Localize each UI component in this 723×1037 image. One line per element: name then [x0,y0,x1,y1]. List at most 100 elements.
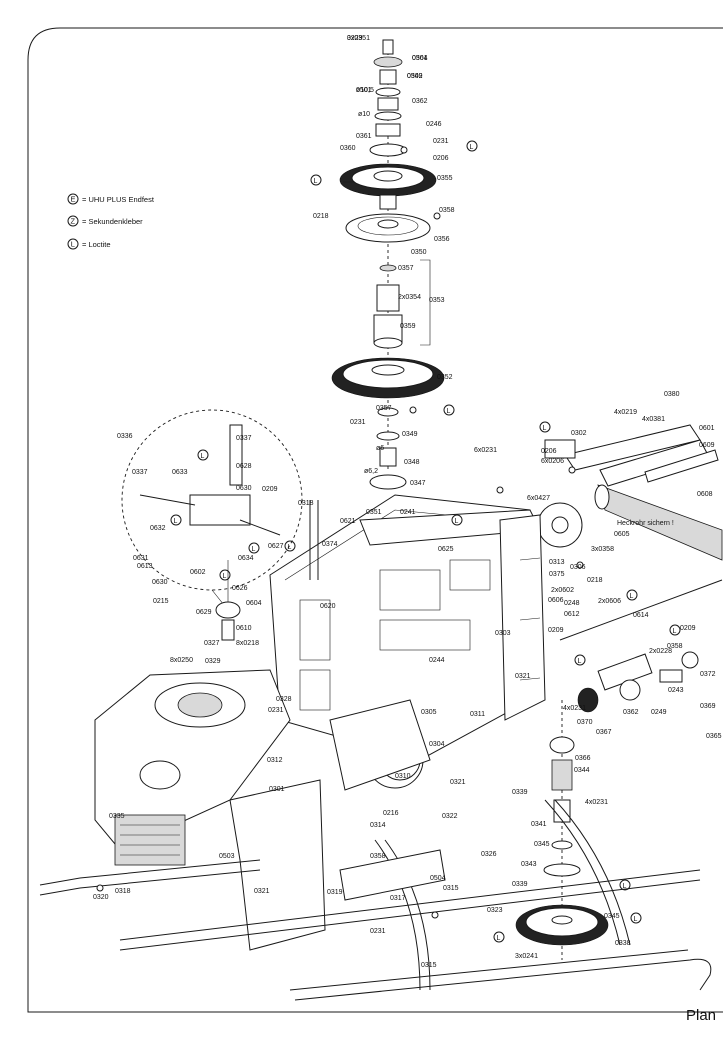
part-label: 0343 [521,861,537,868]
part-label: 0339 [512,789,528,796]
part-label: 2x0228 [649,648,672,655]
part-label: 0231 [433,138,449,145]
set-screws [382,39,394,55]
part-label: 0305 [421,709,437,716]
part-label: 0313 [549,559,565,566]
part-label: 0351 [366,509,382,516]
svg-text:L: L [174,518,178,525]
part-label: 0348 [404,459,420,466]
part-label: ø10,5 [356,87,374,94]
bearing-tube [376,284,400,312]
part-label: 0229 [347,35,363,42]
part-label: 0317 [390,895,406,902]
part-label: 0357 [376,405,392,412]
part-label: 0338 [615,940,631,947]
part-label: 0350 [411,249,427,256]
part-label: 0318 [115,888,131,895]
legend-text: = Sekundenkleber [82,217,143,226]
part-label: 0504 [430,875,446,882]
part-label: 0321 [254,888,270,895]
part-number-labels: 3x035103640349ø10,50362ø1002460361023103… [93,35,722,969]
part-label: 0362 [412,98,428,105]
part-label: 0501 [356,87,372,94]
side-frame-right [499,514,546,721]
part-label: 0614 [633,612,649,619]
part-label: 0613 [137,563,153,570]
part-label: 0301 [269,786,285,793]
part-label: 0352 [437,374,453,381]
engine-assembly [39,669,431,951]
part-label: 0326 [481,851,497,858]
part-label: 0319 [327,889,343,896]
part-label: ø10 [358,111,370,118]
part-label: 0606 [548,597,564,604]
part-label: 0241 [400,509,416,516]
part-label: 0248 [564,600,580,607]
part-label: 0243 [668,687,684,694]
part-label: 0216 [383,810,399,817]
part-label: 0358 [439,207,455,214]
part-label: 0358 [370,853,386,860]
legend-symbol: L [71,240,75,249]
svg-text:L: L [455,518,459,525]
part-label: 0620 [320,603,336,610]
part-label: 0320 [93,894,109,901]
part-label: 0209 [262,486,278,493]
part-label: 2x0602 [551,587,574,594]
part-label: 0359 [400,323,416,330]
page-frame [27,27,723,1013]
legend-text: = UHU PLUS Endfest [82,195,155,204]
part-label: 0335 [109,813,125,820]
fan-hub [177,692,223,718]
part-label: 0327 [204,640,220,647]
part-label: 0629 [196,609,212,616]
part-label: 0361 [356,133,372,140]
part-label: 0312 [267,757,283,764]
part-label: 0609 [699,442,715,449]
part-label: 0345 [534,841,550,848]
footer-title: Plan [686,1007,716,1024]
part-label: 0337 [236,435,252,442]
part-label: 6x0206 [541,458,564,465]
part-label: 0218 [313,213,329,220]
part-label: 0345 [604,913,620,920]
part-label: 0503 [219,853,235,860]
part-label: 0627 [268,543,284,550]
part-label: 0244 [429,657,445,664]
push-rod [229,424,243,486]
legend-symbol: Z [71,217,76,226]
part-label: 0349 [402,431,418,438]
svg-text:L: L [201,453,205,460]
part-label: 0329 [205,658,221,665]
svg-text:L: L [497,935,501,942]
part-label: 0366 [575,755,591,762]
part-label: 0605 [614,531,630,538]
fan-shroud [94,669,291,851]
part-label: 0231 [370,928,386,935]
part-label: 3x0241 [515,953,538,960]
part-label: 3x0358 [591,546,614,553]
heckrohr-note: Heckrohr sichern ! [617,520,674,527]
part-label: 0610 [236,625,252,632]
part-label: 0231 [350,419,366,426]
fasteners [96,146,584,919]
svg-text:L: L [543,425,547,432]
part-label: 2x0354 [398,294,421,301]
part-label: 0631 [133,555,149,562]
part-label: 0621 [340,518,356,525]
pulley-stack [515,700,609,960]
engine-mount [229,779,326,951]
part-label: 0215 [153,598,169,605]
svg-text:L: L [673,628,677,635]
part-label: 0634 [238,555,254,562]
part-label: 0339 [512,881,528,888]
legend-item-z: Z = Sekundenkleber [67,215,143,227]
part-label: 0304 [429,741,445,748]
part-label: 2x0606 [598,598,621,605]
part-label: 0356 [434,236,450,243]
part-label: 4x0219 [614,409,637,416]
part-label: 4x0231 [563,705,586,712]
part-label: 3x0351 [347,35,370,42]
part-label: 0310 [395,773,411,780]
svg-text:L: L [223,573,227,580]
